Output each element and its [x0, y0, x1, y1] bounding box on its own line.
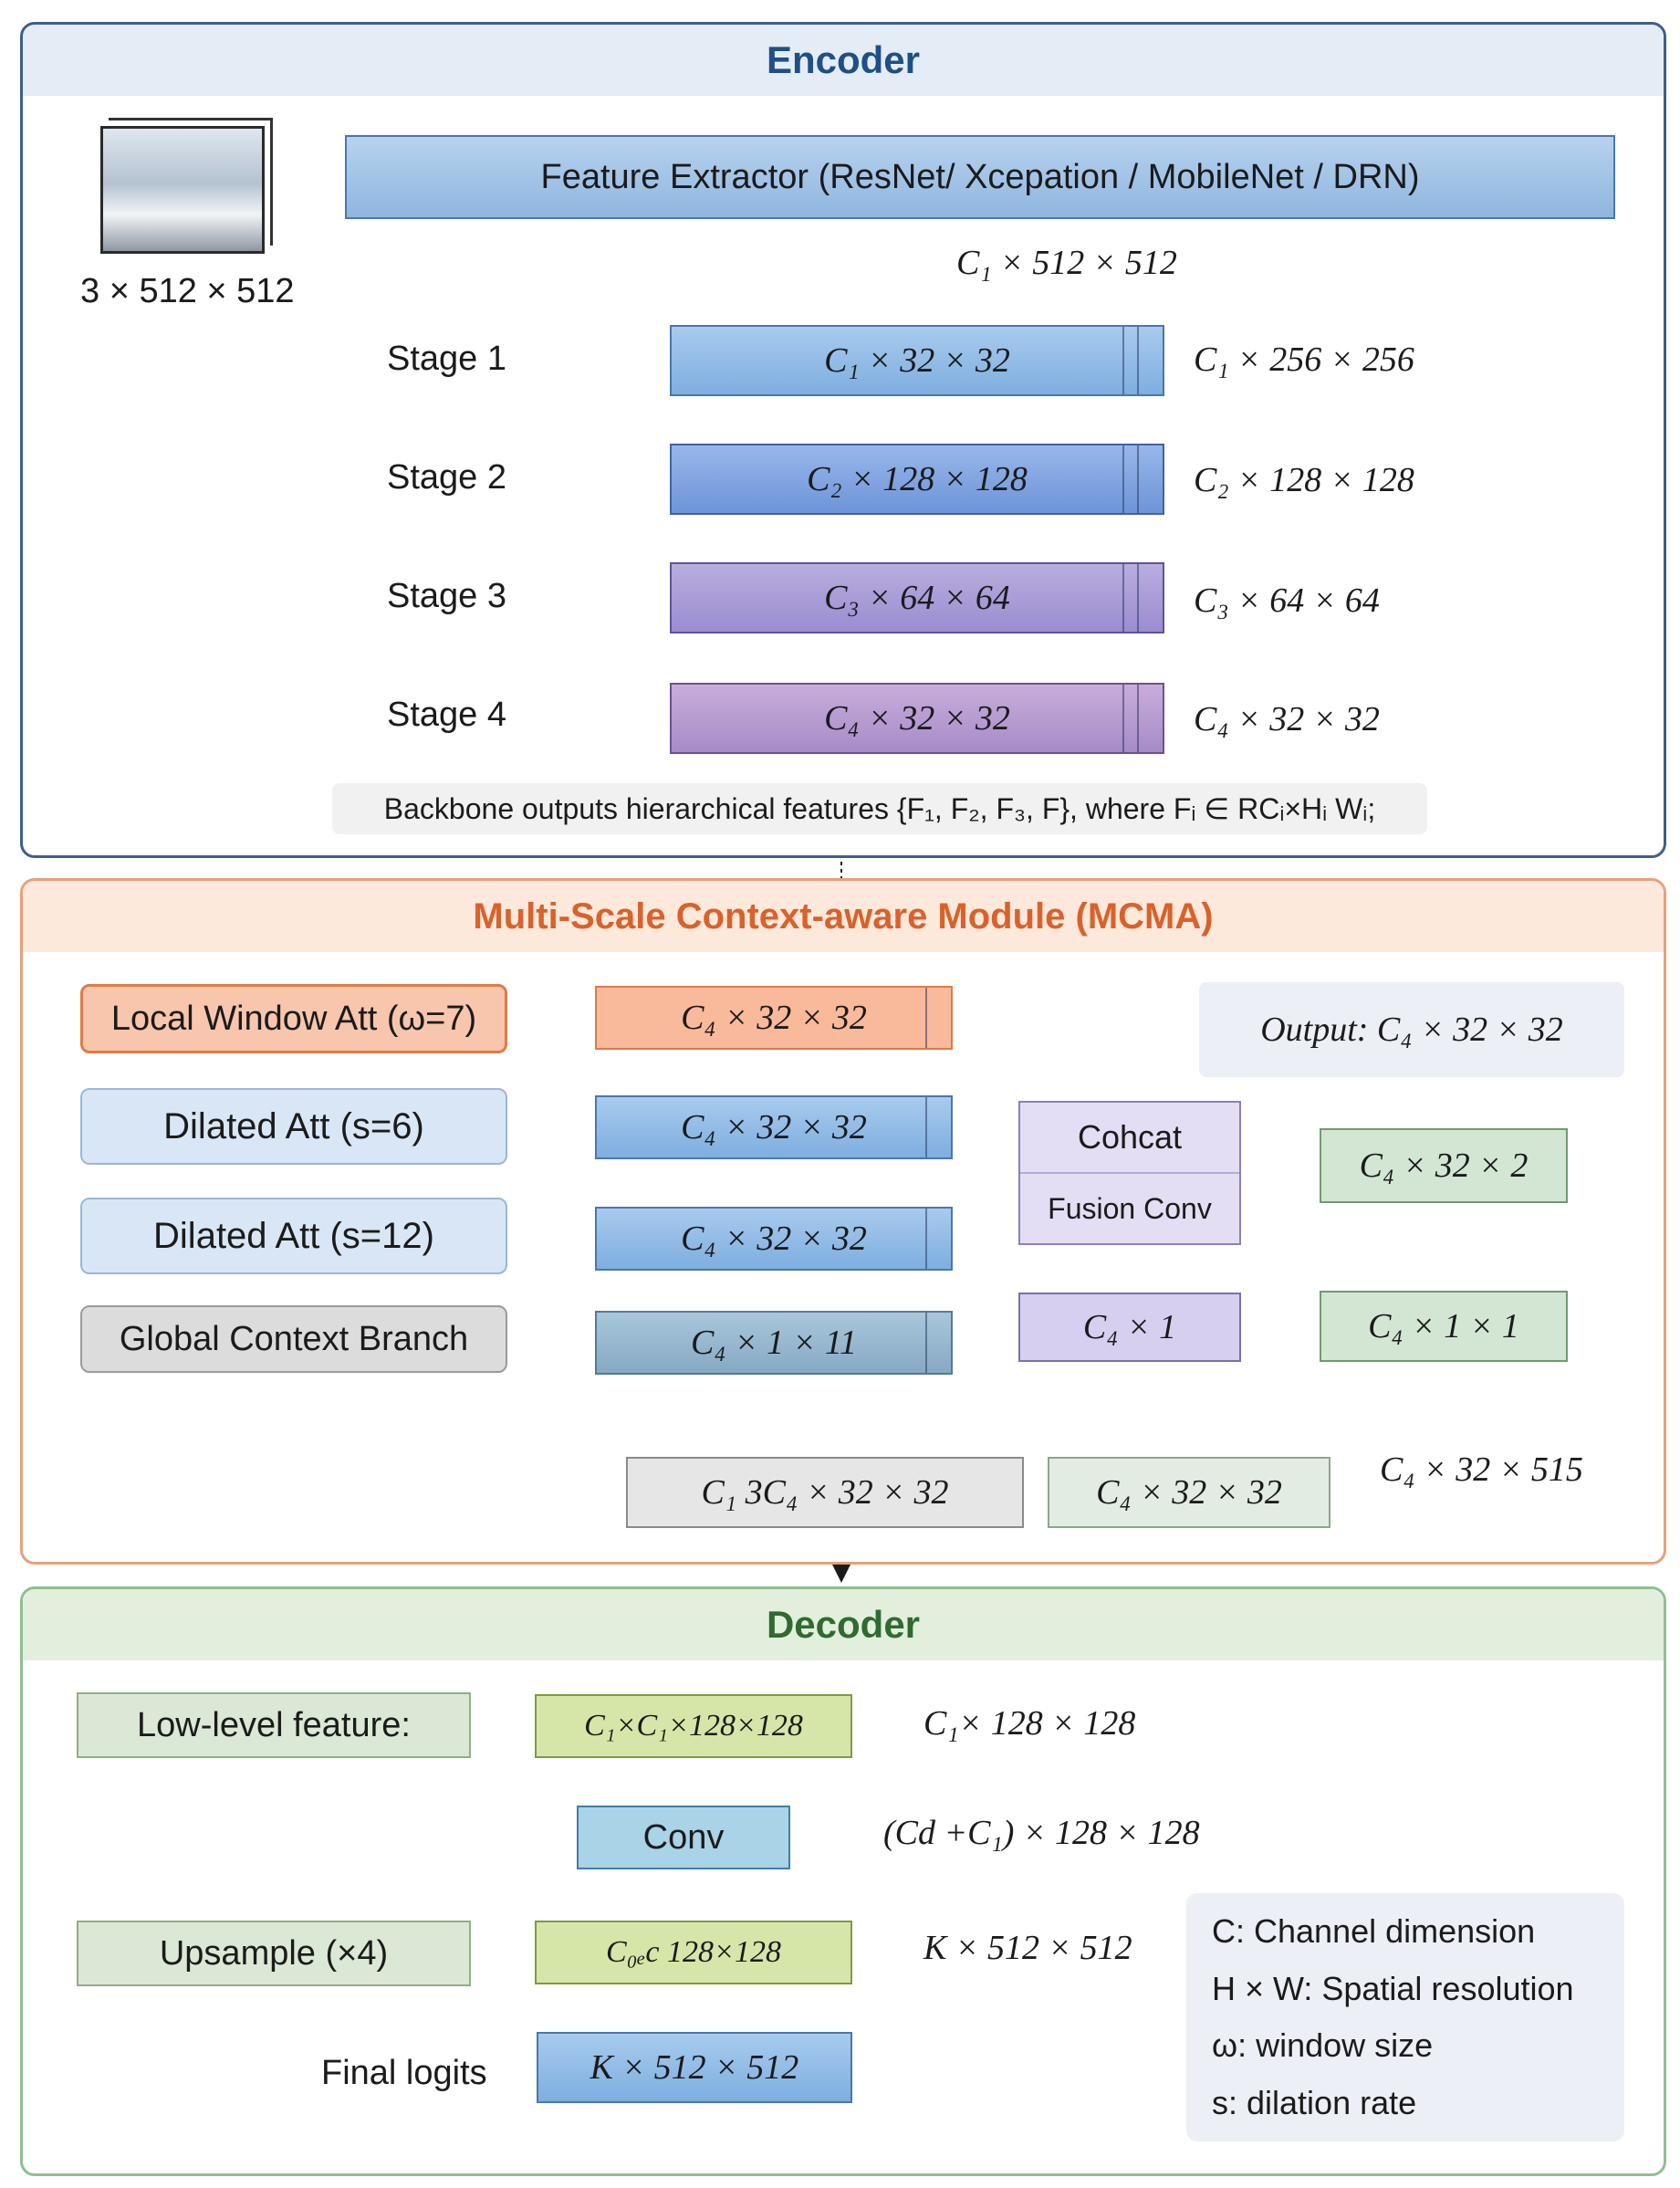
mcma-block-dilated-12-label: C₄ × 32 × 32	[681, 1220, 867, 1258]
mcma-block-local: C₄ × 32 × 32	[595, 986, 953, 1050]
stage-4-label: Stage 4	[387, 696, 506, 734]
backbone-note: Backbone outputs hierarchical features {…	[332, 783, 1427, 834]
backbone-note-text: Backbone outputs hierarchical features {…	[383, 792, 1376, 825]
fusion-conv-label: Fusion Conv	[1048, 1191, 1212, 1225]
decoder-conv-label: Conv	[642, 1817, 725, 1857]
stage-3-label: Stage 3	[387, 577, 506, 615]
conv-output-dim: (Cd +C₁) × 128 × 128	[883, 1814, 1200, 1852]
dilated-att-12-label: Dilated Att (s=12)	[153, 1215, 434, 1256]
local-window-att-box: Local Window Att (ω=7)	[80, 984, 507, 1053]
stage-3-output-dim: C₃ × 64 × 64	[1194, 581, 1380, 620]
dilated-att-12-box: Dilated Att (s=12)	[80, 1198, 507, 1274]
mcma-bottom-left-label: C₁ 3C₄ × 32 × 32	[701, 1473, 949, 1512]
encoder-header	[23, 25, 1664, 96]
input-size-label: 3 × 512 × 512	[80, 272, 295, 310]
stage-1-label: Stage 1	[387, 340, 506, 378]
mcma-block-dilated-6: C₄ × 32 × 32	[595, 1095, 953, 1159]
mcma-right-top-block: C₄ × 32 × 2	[1320, 1128, 1568, 1203]
stage-4-output-dim: C₄ × 32 × 32	[1194, 700, 1380, 738]
legend-item-channel: C: Channel dimension	[1212, 1911, 1536, 1950]
upsample-output-dim: K × 512 × 512	[923, 1929, 1132, 1967]
final-logits-block-label: K × 512 × 512	[590, 2048, 799, 2087]
dilated-att-6-box: Dilated Att (s=6)	[80, 1088, 507, 1165]
feature-extractor-label: Feature Extractor (ResNet/ Xcepation / M…	[540, 157, 1420, 196]
encoder-title: Encoder	[766, 38, 921, 81]
mcma-block-local-label: C₄ × 32 × 32	[681, 999, 867, 1037]
stage-2-output-dim: C₂ × 128 × 128	[1194, 461, 1414, 499]
final-logits-label: Final logits	[321, 2054, 487, 2092]
mcma-header	[23, 881, 1664, 952]
low-level-output-dim: C₁× 128 × 128	[923, 1704, 1136, 1743]
low-level-feature-label: Low-level feature:	[137, 1705, 411, 1744]
mcma-block-global: C₄ × 1 × 11	[595, 1311, 953, 1375]
stage-4-block: C₄ × 32 × 32	[670, 683, 1164, 754]
legend-item-dilation: s: dilation rate	[1212, 2084, 1417, 2122]
global-context-branch-box: Global Context Branch	[80, 1305, 507, 1373]
decoder-header	[23, 1589, 1664, 1660]
stage-1-output-dim: C₁ × 256 × 256	[1194, 340, 1414, 379]
concat-fusion-block: Cohcat Fusion Conv	[1018, 1101, 1241, 1245]
legend-box: C: Channel dimension H × W: Spatial reso…	[1186, 1893, 1624, 2141]
local-window-att-label: Local Window Att (ω=7)	[110, 999, 477, 1038]
low-level-feature-box: Low-level feature:	[77, 1692, 471, 1758]
upsample-block: C₀ₑc 128×128	[535, 1921, 852, 1984]
legend-item-spatial: H × W: Spatial resolution	[1212, 1969, 1574, 2007]
upsample-label: Upsample (×4)	[159, 1933, 389, 1973]
mcma-right-mid-block: C₄ × 1 × 1	[1320, 1291, 1568, 1362]
stage-3-block: C₃ × 64 × 64	[670, 562, 1164, 633]
stage-4-block-label: C₄ × 32 × 32	[824, 699, 1010, 738]
global-context-branch-label: Global Context Branch	[119, 1319, 469, 1358]
stage-2-block-label: C₂ × 128 × 128	[807, 460, 1028, 498]
mcma-right-mid-label: C₄ × 1 × 1	[1368, 1307, 1519, 1345]
low-level-block: C₁×C₁×128×128	[535, 1694, 852, 1758]
final-logits-block: K × 512 × 512	[537, 2032, 852, 2103]
dilated-att-6-label: Dilated Att (s=6)	[163, 1105, 424, 1146]
stage-3-block-label: C₃ × 64 × 64	[824, 579, 1010, 617]
upsample-block-label: C₀ₑc 128×128	[606, 1935, 781, 1969]
mcma-block-dilated-6-label: C₄ × 32 × 32	[681, 1108, 867, 1146]
stage-2-block: C₂ × 128 × 128	[670, 444, 1164, 515]
mcma-bottom-right-block: C₄ × 32 × 32	[1048, 1457, 1330, 1528]
mcma-block-dilated-12: C₄ × 32 × 32	[595, 1207, 953, 1271]
concat-label: Cohcat	[1020, 1103, 1239, 1174]
mcma-output-label: Output: C₄ × 32 × 32	[1260, 1010, 1563, 1049]
mcma-output-note: Output: C₄ × 32 × 32	[1199, 982, 1624, 1077]
mcma-title: Multi-Scale Context-aware Module (MCMA)	[473, 896, 1214, 937]
stage-1-block: C₁ × 32 × 32	[670, 325, 1164, 396]
fe-output-dim: C₁ × 512 × 512	[956, 244, 1177, 282]
mcma-bottom-right-label: C₄ × 32 × 32	[1096, 1473, 1282, 1512]
mcma-block-global-label: C₄ × 1 × 11	[690, 1324, 858, 1362]
mcma-c4x1-block: C₄ × 1	[1018, 1293, 1241, 1362]
low-level-block-label: C₁×C₁×128×128	[584, 1709, 803, 1743]
stage-1-block-label: C₁ × 32 × 32	[824, 341, 1010, 380]
upsample-box: Upsample (×4)	[77, 1921, 471, 1986]
mcma-side-dim: C₄ × 32 × 515	[1380, 1450, 1583, 1489]
input-image-thumbnail	[100, 126, 265, 254]
decoder-title: Decoder	[766, 1603, 921, 1646]
legend-item-window: ω: window size	[1212, 2026, 1434, 2065]
mcma-right-top-label: C₄ × 32 × 2	[1359, 1146, 1529, 1185]
mcma-c4x1-label: C₄ × 1	[1082, 1308, 1177, 1346]
feature-extractor-block: Feature Extractor (ResNet/ Xcepation / M…	[345, 135, 1615, 219]
stage-2-label: Stage 2	[387, 458, 506, 497]
decoder-conv-block: Conv	[577, 1806, 790, 1869]
mcma-bottom-left-block: C₁ 3C₄ × 32 × 32	[626, 1457, 1024, 1528]
